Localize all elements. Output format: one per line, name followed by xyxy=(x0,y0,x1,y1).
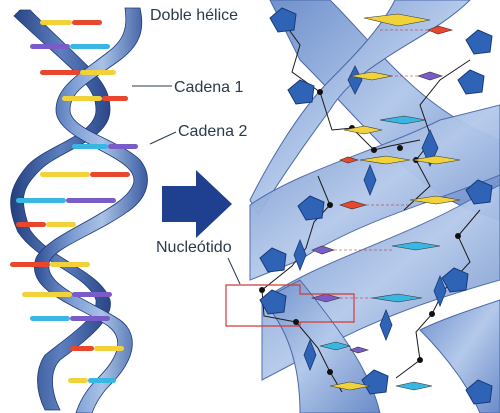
title-label: Doble hélice xyxy=(150,7,238,24)
sugar-pentagon xyxy=(287,79,315,105)
base-yellow xyxy=(411,155,461,165)
backbone-line xyxy=(295,321,343,393)
base-purple xyxy=(349,346,370,354)
base-pair xyxy=(16,222,46,227)
base-cyan xyxy=(379,115,427,125)
sugar-pentagon xyxy=(259,247,287,273)
nucleotide-highlight-box xyxy=(225,284,355,327)
phosphate-dot xyxy=(317,89,323,95)
base-pair xyxy=(40,172,90,177)
backbone-diamond xyxy=(303,338,317,372)
base-pair xyxy=(16,198,66,203)
sugar-pentagon xyxy=(441,267,469,293)
zoomed-helix xyxy=(225,0,500,413)
base-pair xyxy=(66,198,116,203)
strand-1-ribbon xyxy=(33,7,148,413)
base-cyan xyxy=(319,341,352,351)
transition-arrow xyxy=(162,170,232,238)
strand-2-leader xyxy=(149,131,177,145)
base-pair xyxy=(10,262,50,267)
base-red xyxy=(427,25,454,35)
base-pair xyxy=(30,44,70,49)
phosphate-dots xyxy=(259,89,461,375)
phosphate-dot xyxy=(429,311,435,317)
base-cyan xyxy=(395,381,433,391)
phosphate-dot xyxy=(327,202,333,208)
sugar-pentagon xyxy=(361,369,389,395)
base-yellow xyxy=(329,381,371,391)
base-yellow xyxy=(343,125,383,135)
nucleotide-label: Nucleótido xyxy=(156,239,232,256)
phosphate-dot xyxy=(417,357,423,363)
sugar-pentagon xyxy=(465,179,493,205)
phosphate-dot xyxy=(259,287,265,293)
base-purple xyxy=(417,71,443,81)
base-red xyxy=(339,156,360,164)
base-yellow xyxy=(359,155,411,165)
base-pair xyxy=(70,316,110,321)
sugar-pentagon xyxy=(259,289,287,315)
phosphate-dot xyxy=(455,233,461,239)
sugar-pentagon xyxy=(457,69,485,95)
base-pair xyxy=(72,20,102,25)
backbone-diamond xyxy=(433,274,447,308)
base-pair xyxy=(22,292,72,297)
base-cyan xyxy=(391,241,441,251)
base-pair xyxy=(68,378,88,383)
base-pair xyxy=(94,346,124,351)
base-pair xyxy=(80,70,116,75)
base-pair xyxy=(72,292,112,297)
backbone-diamond xyxy=(379,308,393,342)
sugar-pentagon xyxy=(297,195,325,221)
sugar-pentagon xyxy=(465,379,493,405)
base-pair xyxy=(90,172,130,177)
strand-1-label: Cadena 1 xyxy=(174,79,243,96)
base-pair xyxy=(72,144,108,149)
phosphate-dot xyxy=(371,147,377,153)
small-helix xyxy=(10,7,177,413)
nucleotide-leader xyxy=(227,257,241,285)
strand-2-label: Cadena 2 xyxy=(178,123,247,140)
base-pair xyxy=(50,262,90,267)
strand-2-ribbon xyxy=(10,9,111,411)
base-pair xyxy=(70,44,110,49)
base-pair xyxy=(30,316,70,321)
base-pair xyxy=(70,346,94,351)
backbone-diamond xyxy=(363,163,377,197)
base-pair xyxy=(40,70,80,75)
base-pair xyxy=(46,222,76,227)
base-cyan xyxy=(371,293,423,303)
base-yellow xyxy=(363,13,431,27)
phosphate-dot xyxy=(293,319,299,325)
base-pair xyxy=(108,144,138,149)
sugars xyxy=(259,7,493,405)
base-pair xyxy=(102,96,128,101)
sugar-pentagon xyxy=(269,7,297,33)
nucleotide-bases xyxy=(310,13,461,391)
phosphate-dot xyxy=(327,369,333,375)
backbone-line xyxy=(281,19,421,151)
base-pairs xyxy=(10,20,138,383)
backbone-diamond xyxy=(293,238,307,272)
base-yellow xyxy=(409,195,461,205)
backbone-diamonds xyxy=(293,65,447,372)
base-pair xyxy=(88,378,116,383)
phosphate-dot xyxy=(397,145,403,151)
sugar-pentagon xyxy=(465,29,493,55)
base-pair xyxy=(40,20,72,25)
base-yellow xyxy=(349,71,393,81)
base-pair xyxy=(62,96,102,101)
